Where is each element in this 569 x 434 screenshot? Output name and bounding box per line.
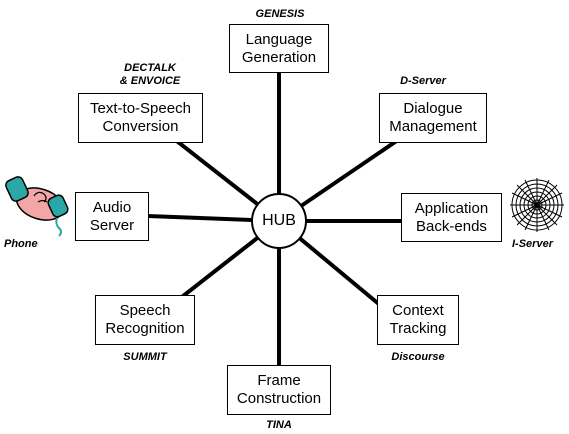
module-language-generation: Language Generation <box>229 24 329 73</box>
server-tag-genesis: GENESIS <box>255 8 305 20</box>
module-dialogue-management: Dialogue Management <box>379 93 487 143</box>
module-audio-server: Audio Server <box>75 192 149 241</box>
server-tag-tina: TINA <box>266 419 292 431</box>
module-speech-recognition: Speech Recognition <box>95 295 195 345</box>
server-tag-dectalk-envoice: DECTALK & ENVOICE <box>119 62 181 87</box>
telephone-handset-icon <box>5 176 69 237</box>
server-tag-i-server: I-Server <box>512 238 553 250</box>
module-text-to-speech: Text-to-Speech Conversion <box>78 93 203 143</box>
server-tag-summit: SUMMIT <box>123 351 167 363</box>
module-application-backends: Application Back-ends <box>401 193 502 242</box>
server-tag-discourse: Discourse <box>391 351 445 363</box>
hub-node: HUB <box>251 193 307 249</box>
server-tag-d-server: D-Server <box>400 75 446 87</box>
module-context-tracking: Context Tracking <box>377 295 459 345</box>
spider-web-icon <box>510 178 564 232</box>
module-frame-construction: Frame Construction <box>227 365 331 415</box>
server-tag-phone: Phone <box>4 238 38 250</box>
